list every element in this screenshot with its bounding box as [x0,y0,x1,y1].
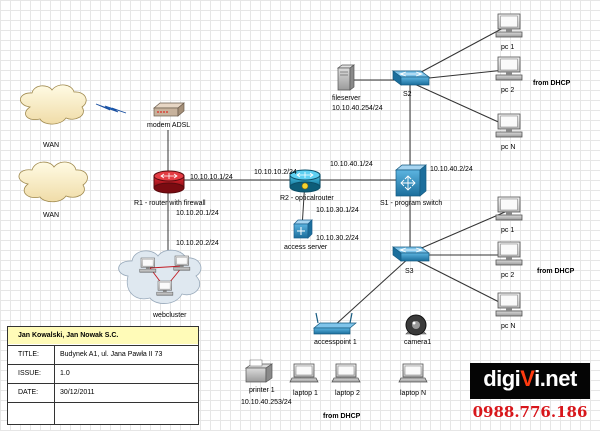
wan-mid-label: WAN [43,212,60,219]
s3-pc1-label: pc 1 [501,227,515,234]
link-s3-pc1 [409,211,506,254]
router-r2-optical-icon [289,169,321,193]
s2-pc1-label: pc 1 [501,44,515,51]
authors: Jan Kowalski, Jan Nowak S.C. [18,332,119,339]
access-server-label: access server [284,244,328,251]
ip-printer: 10.10.40.253/24 [241,399,292,406]
pc-icon [495,241,523,266]
link-s3-accesspoint [333,256,411,327]
modem-adsl-icon [153,102,185,117]
ip-r1-r2: 10.10.10.1/24 [190,174,233,181]
laptop-icon [289,363,319,383]
s2-pcN-label: pc N [501,144,516,151]
printer-icon [244,359,274,383]
ip-r2-down: 10.10.30.1/24 [316,207,359,214]
link-s2-pc1 [409,26,506,79]
dhcp-note-s2: from DHCP [533,80,571,87]
wan-cloud-top-icon [20,84,87,125]
date-value: 30/12/2011 [60,389,95,396]
blank-row [8,402,198,423]
switch-s3-icon [392,246,430,262]
laptop-icon [398,363,428,383]
ip-fileserver: 10.10.40.254/24 [332,105,383,112]
ip-r2-s1: 10.10.40.1/24 [330,161,373,168]
title-block-header: Jan Kowalski, Jan Nowak S.C. [8,327,198,344]
s3-pc2-label: pc 2 [501,272,515,279]
title-row: TITLE: Budynek A1, ul. Jana Pawła II 73 [8,345,198,364]
camera-label: camera1 [404,339,432,346]
issue-value: 1.0 [60,370,70,377]
ip-access-server: 10.10.30.2/24 [316,235,359,242]
switch-s2-icon [392,70,430,86]
brand-phone: 0988.776.186 [472,403,588,421]
pc-icon [495,292,523,317]
webcluster-servers-icon [139,255,191,296]
s1-label: S1 - program switch [380,200,443,207]
printer-label: printer 1 [249,387,275,394]
fileserver-label: fileserver [332,95,361,102]
modem-label: modem ADSL [147,122,191,129]
accesspoint-label: accesspoint 1 [314,339,357,346]
title-key: TITLE: [18,351,40,358]
ip-webcluster: 10.10.20.2/24 [176,240,219,247]
pc-icon [495,113,523,138]
brand-name: digiVi.net [483,366,577,391]
wan-top-label: WAN [43,142,60,149]
date-key: DATE: [18,389,39,396]
s2-pc2-label: pc 2 [501,87,515,94]
ip-r1-down: 10.10.20.1/24 [176,210,219,217]
router-r1-icon [153,170,185,194]
s3-pcN-label: pc N [501,323,516,330]
camera-icon [405,314,427,336]
dhcp-note-bottom: from DHCP [323,413,361,420]
brand-logo: digiVi.net [470,363,590,399]
switch-s1-icon [395,164,427,197]
laptop2-label: laptop 2 [335,390,360,397]
issue-row: ISSUE: 1.0 [8,364,198,383]
laptop1-label: laptop 1 [293,390,318,397]
access-server-icon [293,219,313,239]
date-row: DATE: 30/12/2011 [8,383,198,402]
fileserver-icon [336,64,356,91]
wan-cloud-mid-icon [18,161,88,203]
r2-label: R2 - opticalrouter [280,195,334,202]
r1-label: R1 - router with firewall [134,200,206,207]
s2-label: S2 [403,91,412,98]
dhcp-note-s3: from DHCP [537,268,575,275]
title-block: Jan Kowalski, Jan Nowak S.C. TITLE: Budy… [7,326,199,425]
pc-icon [495,196,523,221]
laptop-icon [331,363,361,383]
link-s3-pcN [409,256,506,306]
webcluster-label: webcluster [153,312,187,319]
link-s2-pcN [409,81,506,126]
s3-label: S3 [405,268,414,275]
wireless-link-icon [95,103,127,114]
ip-r2-r1: 10.10.10.2/24 [254,169,297,176]
ip-s1-in: 10.10.40.2/24 [430,166,473,173]
issue-key: ISSUE: [18,370,41,377]
pc-icon [495,56,523,81]
title-value: Budynek A1, ul. Jana Pawła II 73 [60,351,163,358]
laptopN-label: laptop N [400,390,427,397]
accesspoint-icon [313,312,357,335]
pc-icon [495,13,523,38]
